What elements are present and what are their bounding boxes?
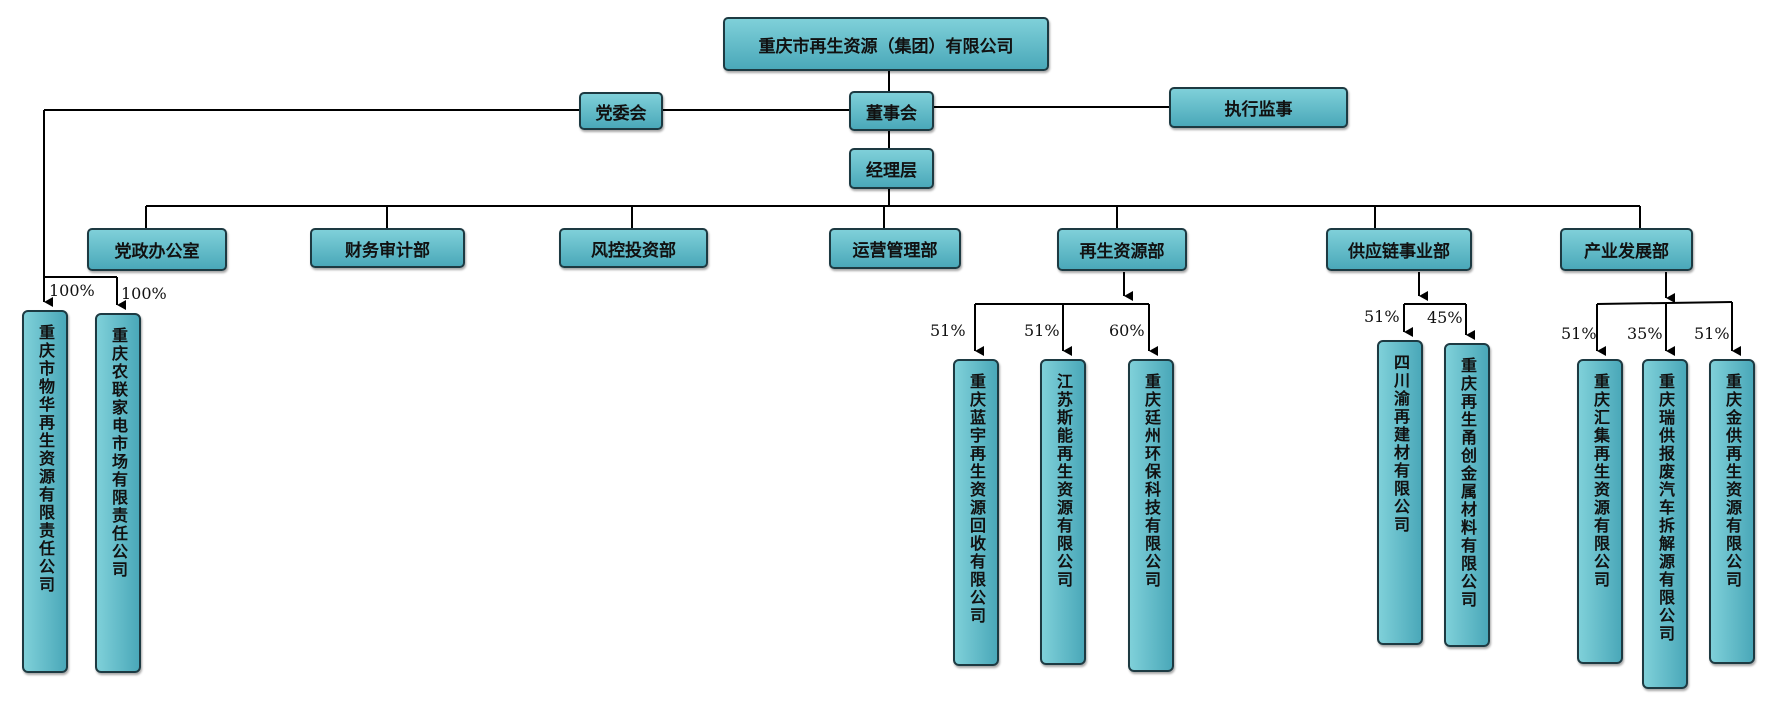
share-percent: 35% [1627, 324, 1663, 343]
board-label: 董事会 [866, 103, 917, 124]
share-percent: 100% [49, 281, 95, 300]
department-label: 运营管理部 [852, 241, 938, 261]
share-percent: 100% [121, 284, 167, 303]
department-label: 供应链事业部 [1348, 242, 1450, 262]
party-committee-label: 党委会 [595, 103, 647, 124]
management-label: 经理层 [866, 161, 917, 181]
supervisor-label: 执行监事 [1224, 100, 1293, 120]
subsidiary-node[interactable]: 重庆再生甬创金属材料有限公司 [1444, 343, 1490, 647]
department-node[interactable]: 财务审计部 [310, 228, 465, 268]
share-percent: 51% [930, 321, 966, 340]
subsidiary-label: 重庆农联家电市场有限责任公司 [109, 327, 128, 579]
board-node[interactable]: 董事会 [849, 91, 934, 131]
share-percent: 45% [1427, 308, 1463, 327]
subsidiary-label: 重庆瑞供报废汽车拆解源有限公司 [1656, 373, 1675, 643]
subsidiary-node[interactable]: 四川渝再建材有限公司 [1377, 340, 1423, 645]
party-committee-node[interactable]: 党委会 [579, 92, 663, 130]
management-node[interactable]: 经理层 [849, 148, 934, 189]
subsidiary-node[interactable]: 重庆蓝宇再生资源回收有限公司 [953, 359, 999, 666]
department-label: 再生资源部 [1079, 242, 1165, 262]
department-node[interactable]: 供应链事业部 [1326, 228, 1472, 271]
subsidiary-label: 重庆金供再生资源有限公司 [1723, 373, 1742, 589]
share-percent: 51% [1024, 321, 1060, 340]
department-label: 产业发展部 [1584, 242, 1669, 262]
subsidiary-node[interactable]: 重庆汇集再生资源有限公司 [1577, 359, 1623, 664]
subsidiary-label: 重庆蓝宇再生资源回收有限公司 [967, 373, 986, 625]
share-percent: 51% [1364, 307, 1400, 326]
subsidiary-node[interactable]: 重庆市物华再生资源有限责任公司 [22, 310, 68, 673]
supervisor-node[interactable]: 执行监事 [1169, 87, 1348, 128]
subsidiary-label: 重庆廷州环保科技有限公司 [1142, 373, 1161, 589]
subsidiary-node[interactable]: 重庆瑞供报废汽车拆解源有限公司 [1642, 359, 1688, 689]
department-label: 财务审计部 [345, 240, 430, 261]
subsidiary-label: 江苏斯能再生资源有限公司 [1054, 373, 1073, 589]
department-node[interactable]: 产业发展部 [1560, 228, 1693, 271]
department-node[interactable]: 运营管理部 [829, 228, 961, 269]
department-node[interactable]: 党政办公室 [87, 228, 227, 271]
subsidiary-node[interactable]: 重庆金供再生资源有限公司 [1709, 359, 1755, 664]
subsidiary-label: 四川渝再建材有限公司 [1391, 354, 1410, 534]
subsidiary-label: 重庆再生甬创金属材料有限公司 [1458, 357, 1477, 609]
department-node[interactable]: 风控投资部 [559, 228, 708, 268]
subsidiary-label: 重庆汇集再生资源有限公司 [1591, 373, 1610, 589]
share-percent: 51% [1561, 324, 1597, 343]
department-node[interactable]: 再生资源部 [1057, 228, 1187, 271]
company-root-node[interactable]: 重庆市再生资源（集团）有限公司 [723, 17, 1049, 71]
department-label: 党政办公室 [114, 242, 200, 262]
subsidiary-node[interactable]: 江苏斯能再生资源有限公司 [1040, 359, 1086, 665]
subsidiary-node[interactable]: 重庆廷州环保科技有限公司 [1128, 359, 1174, 672]
subsidiary-label: 重庆市物华再生资源有限责任公司 [36, 324, 55, 594]
company-root-label: 重庆市再生资源（集团）有限公司 [758, 36, 1014, 57]
subsidiary-node[interactable]: 重庆农联家电市场有限责任公司 [95, 313, 141, 673]
department-label: 风控投资部 [591, 240, 676, 261]
share-percent: 60% [1109, 321, 1145, 340]
share-percent: 51% [1694, 324, 1730, 343]
